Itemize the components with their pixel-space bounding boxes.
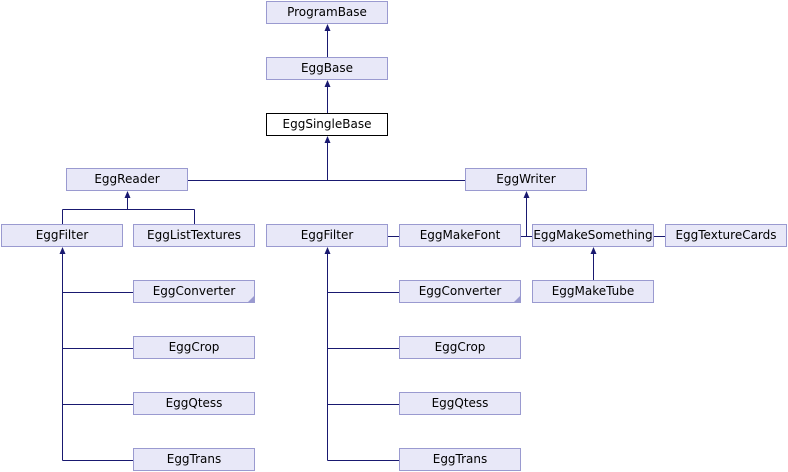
node-egg-make-font[interactable]: EggMakeFont xyxy=(399,224,521,247)
node-egg-qtess-right[interactable]: EggQtess xyxy=(399,392,521,415)
node-label: EggCrop xyxy=(168,340,220,354)
node-label: EggTrans xyxy=(432,452,488,466)
arrow-head-icon xyxy=(324,80,331,87)
arrow-head-icon xyxy=(523,191,530,198)
node-label: EggBase xyxy=(300,61,354,75)
folded-corner-icon xyxy=(248,296,254,302)
node-label: ProgramBase xyxy=(287,5,367,19)
arrow-head-icon xyxy=(590,247,597,254)
node-egg-make-tube[interactable]: EggMakeTube xyxy=(532,280,654,303)
node-label: EggFilter xyxy=(300,228,354,242)
node-egg-writer[interactable]: EggWriter xyxy=(465,168,587,191)
node-label: EggConverter xyxy=(418,284,502,298)
node-label: EggMakeSomething xyxy=(533,228,653,242)
node-label: EggListTextures xyxy=(147,228,241,242)
node-label: EggQtess xyxy=(165,396,223,410)
node-egg-texture-cards[interactable]: EggTextureCards xyxy=(665,224,787,247)
node-label: EggQtess xyxy=(431,396,489,410)
node-egg-filter-left[interactable]: EggFilter xyxy=(1,224,123,247)
node-label: EggWriter xyxy=(496,172,556,186)
node-label: EggTextureCards xyxy=(675,228,777,242)
node-egg-qtess-left[interactable]: EggQtess xyxy=(133,392,255,415)
node-label: EggMakeFont xyxy=(419,228,501,242)
node-egg-trans-left[interactable]: EggTrans xyxy=(133,448,255,471)
node-egg-single-base: EggSingleBase xyxy=(266,113,388,136)
node-egg-base[interactable]: EggBase xyxy=(266,57,388,80)
node-egg-converter-right[interactable]: EggConverter xyxy=(399,280,521,303)
node-label: EggTrans xyxy=(166,452,222,466)
arrow-head-icon xyxy=(59,247,66,254)
node-label: EggCrop xyxy=(434,340,486,354)
node-label: EggFilter xyxy=(35,228,89,242)
folded-corner-icon xyxy=(514,296,520,302)
node-program-base[interactable]: ProgramBase xyxy=(266,1,388,24)
arrow-head-icon xyxy=(124,191,131,198)
node-egg-crop-left[interactable]: EggCrop xyxy=(133,336,255,359)
node-egg-trans-right[interactable]: EggTrans xyxy=(399,448,521,471)
node-egg-crop-right[interactable]: EggCrop xyxy=(399,336,521,359)
node-egg-make-something[interactable]: EggMakeSomething xyxy=(532,224,654,247)
node-egg-converter-left[interactable]: EggConverter xyxy=(133,280,255,303)
node-label: EggMakeTube xyxy=(551,284,635,298)
node-egg-reader[interactable]: EggReader xyxy=(66,168,188,191)
node-egg-filter-right[interactable]: EggFilter xyxy=(266,224,388,247)
node-label: EggReader xyxy=(94,172,160,186)
node-label: EggConverter xyxy=(152,284,236,298)
node-label: EggSingleBase xyxy=(282,117,372,131)
arrow-head-icon xyxy=(324,24,331,31)
arrow-head-icon xyxy=(324,136,331,143)
arrow-head-icon xyxy=(324,247,331,254)
node-egg-list-textures[interactable]: EggListTextures xyxy=(133,224,255,247)
